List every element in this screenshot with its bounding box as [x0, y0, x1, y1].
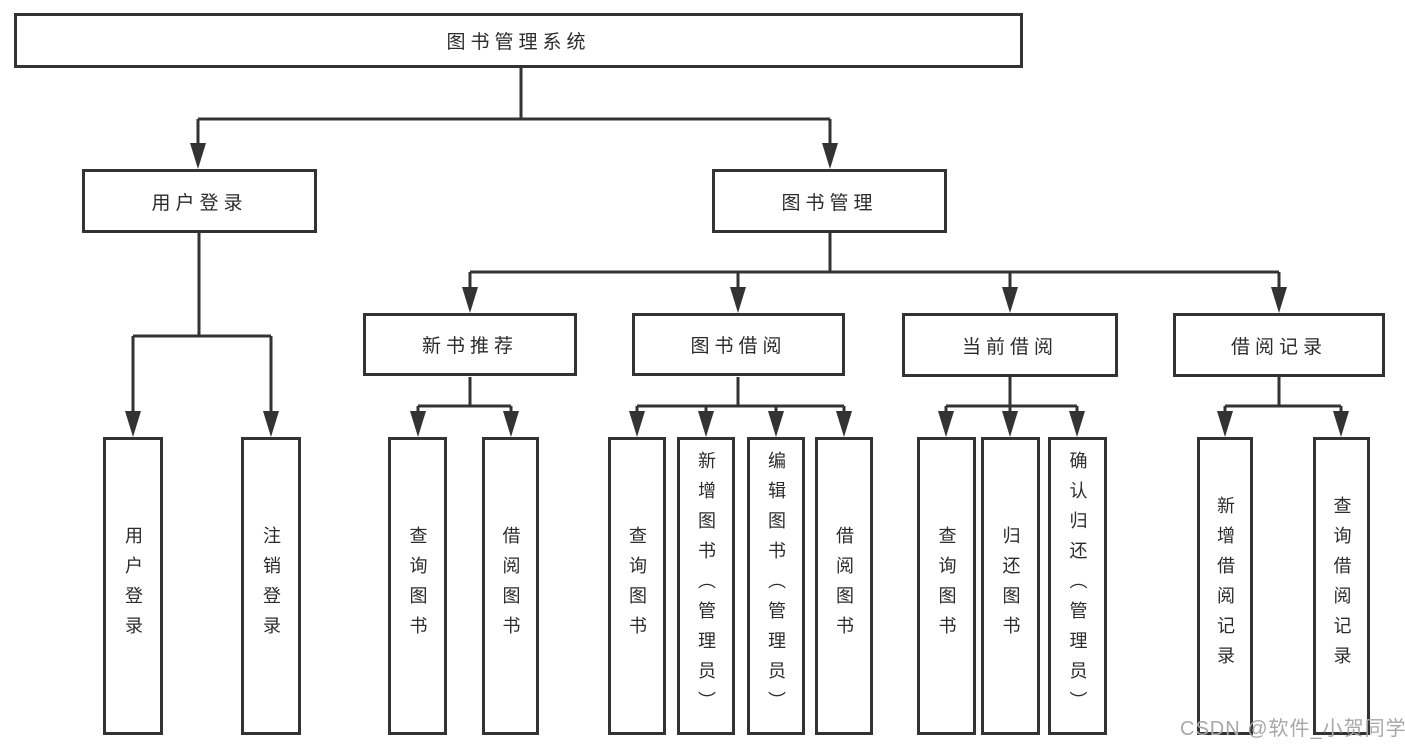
node-book-borrow: 图书借阅 [632, 313, 845, 376]
leaf-logout: 注销登录 [241, 437, 301, 735]
node-user-login-label: 用户登录 [151, 192, 248, 214]
leaf-borrow-books-1-label: 借阅图书 [500, 526, 521, 646]
node-root-label: 图书管理系统 [446, 32, 591, 53]
leaf-borrow-books-2-label: 借阅图书 [834, 526, 854, 646]
node-current-borrow: 当前借阅 [902, 313, 1118, 377]
leaf-return-books-label: 归还图书 [1000, 526, 1021, 646]
leaf-query-borrow-record: 查询借阅记录 [1313, 437, 1370, 735]
leaf-add-books-admin-label: 新增图书（管理员） [696, 451, 716, 721]
node-user-login: 用户登录 [82, 169, 317, 233]
leaf-borrow-books-2: 借阅图书 [815, 437, 873, 735]
leaf-query-books-1: 查询图书 [388, 437, 447, 735]
node-new-book-recommend: 新书推荐 [363, 313, 577, 376]
leaf-confirm-return-admin-label: 确认归还（管理员） [1067, 451, 1088, 721]
node-current-borrow-label: 当前借阅 [961, 336, 1058, 358]
leaf-add-borrow-record: 新增借阅记录 [1197, 437, 1253, 735]
leaf-logout-label: 注销登录 [261, 526, 281, 646]
leaf-query-books-2-label: 查询图书 [627, 526, 647, 646]
connector-arrowheads [125, 143, 1349, 437]
leaf-query-books-2: 查询图书 [608, 437, 666, 735]
leaf-query-books-3: 查询图书 [917, 437, 976, 735]
connector-paths [131, 68, 1343, 413]
node-borrow-records: 借阅记录 [1173, 313, 1385, 377]
watermark-text: CSDN @软件_小贺同学 [1180, 718, 1405, 740]
node-book-management: 图书管理 [712, 169, 947, 233]
leaf-add-books-admin: 新增图书（管理员） [677, 437, 735, 735]
leaf-return-books: 归还图书 [981, 437, 1040, 735]
leaf-query-books-1-label: 查询图书 [407, 526, 428, 646]
leaf-query-borrow-record-label: 查询借阅记录 [1331, 496, 1352, 676]
node-book-borrow-label: 图书借阅 [690, 336, 787, 357]
leaf-edit-books-admin-label: 编辑图书（管理员） [766, 451, 786, 721]
leaf-confirm-return-admin: 确认归还（管理员） [1048, 437, 1107, 735]
node-borrow-records-label: 借阅记录 [1230, 336, 1327, 358]
node-new-book-recommend-label: 新书推荐 [421, 336, 518, 357]
leaf-user-login: 用户登录 [103, 437, 163, 735]
leaf-query-books-3-label: 查询图书 [936, 526, 957, 646]
leaf-edit-books-admin: 编辑图书（管理员） [747, 437, 805, 735]
leaf-borrow-books-1: 借阅图书 [482, 437, 539, 735]
node-root: 图书管理系统 [14, 13, 1023, 68]
leaf-add-borrow-record-label: 新增借阅记录 [1215, 496, 1235, 676]
leaf-user-login-label: 用户登录 [123, 526, 143, 646]
node-book-management-label: 图书管理 [781, 192, 878, 214]
